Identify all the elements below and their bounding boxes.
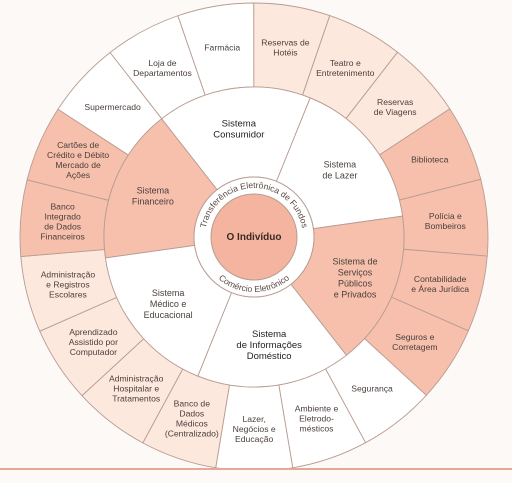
outer-segment-label-line: Bombeiros <box>425 221 466 231</box>
outer-segment-label-line: Reservas <box>377 97 413 107</box>
outer-segment-label: Segurança <box>351 383 393 393</box>
outer-segment-label-line: e Registros <box>46 279 89 289</box>
system-label-medico-line: Educacional <box>144 310 193 320</box>
outer-segment-label-line: Dados <box>179 409 204 419</box>
outer-segment-label-line: mésticos <box>300 424 334 434</box>
outer-segment-label-line: Assistido por <box>69 337 118 347</box>
outer-segment-label-line: Banco de <box>174 399 211 409</box>
system-label-medico-line: Sistema <box>152 288 185 298</box>
outer-segment-label-line: Computador <box>70 347 117 357</box>
outer-segment-label: Biblioteca <box>411 155 448 165</box>
core-label: O Indivíduo <box>227 232 282 243</box>
system-label-informacoes-line: Sistema <box>252 329 287 340</box>
outer-segment-label-line: de Viagens <box>374 107 417 117</box>
core-layer: O Indivíduo <box>210 193 298 281</box>
outer-segment-label-line: Ações <box>66 170 90 180</box>
system-label-lazer-line: de Lazer <box>322 170 357 180</box>
system-label-financeiro-line: Sistema <box>137 186 170 196</box>
outer-segment-label-line: Contabilidade <box>414 274 467 284</box>
outer-segment-label-line: Administração <box>41 269 96 279</box>
outer-segment-label-line: Administração <box>109 374 164 384</box>
system-label-consumidor-line: Sistema <box>222 119 257 130</box>
outer-segment-label-line: Mercado de <box>55 160 101 170</box>
system-label-medico-line: Médico e <box>150 299 187 309</box>
system-label-servicos-line: Serviços <box>338 267 373 277</box>
outer-segment-label-line: Farmácia <box>204 43 240 53</box>
system-label-servicos-line: Sistema de <box>333 256 378 266</box>
outer-segment-label-line: Departamentos <box>133 68 192 78</box>
outer-segment-label-line: Eletrodo- <box>299 414 334 424</box>
outer-segment-label-line: Entretenimento <box>316 68 375 78</box>
system-label-servicos-line: e Privados <box>334 289 377 299</box>
outer-segment-label-line: Ambiente e <box>295 404 339 414</box>
outer-segment-label-line: Banco <box>50 201 75 211</box>
outer-segment-label-line: Seguros e <box>395 332 434 342</box>
outer-segment-label-line: e Área Jurídica <box>411 284 469 294</box>
outer-segment-label: Farmácia <box>204 43 240 53</box>
core-circle <box>210 193 298 281</box>
outer-segment-label-line: Médicos <box>176 419 208 429</box>
outer-segment-label-line: Hospitalar e <box>113 384 159 394</box>
outer-segment-label-line: Cartões de <box>57 140 99 150</box>
outer-segment-label-line: Polícia e <box>429 211 462 221</box>
system-label-informacoes-line: de Informações <box>236 340 302 351</box>
system-label-servicos-line: Públicos <box>338 278 373 288</box>
outer-segment-label-line: (Centralizado) <box>165 429 219 439</box>
outer-segment-label-line: Integrado <box>44 211 81 221</box>
outer-segment-label-line: Segurança <box>351 383 393 393</box>
outer-segment-label-line: Negócios e <box>233 424 276 434</box>
system-label-financeiro-line: Financeiro <box>132 197 174 207</box>
outer-segment-label-line: Reservas de <box>261 38 309 48</box>
outer-segment-label-line: Crédito e Débito <box>47 150 109 160</box>
outer-segment-label-line: Lazer, <box>242 414 265 424</box>
outer-segment-label: Supermercado <box>84 102 141 112</box>
outer-segment-label-line: Loja de <box>148 58 176 68</box>
outer-segment-label-line: de Dados <box>44 221 81 231</box>
outer-segment-label-line: Tratamentos <box>112 394 160 404</box>
outer-segment-label-line: Biblioteca <box>411 155 448 165</box>
outer-segment-label-line: Supermercado <box>84 102 141 112</box>
outer-segment-label-line: Hotéis <box>273 48 297 58</box>
outer-segment-label-line: Educação <box>235 434 273 444</box>
outer-segment-label-line: Teatro e <box>330 58 361 68</box>
system-label-lazer-line: Sistema <box>324 159 357 169</box>
system-label-consumidor-line: Consumidor <box>213 130 264 141</box>
system-label-informacoes-line: Doméstico <box>247 351 292 362</box>
outer-segment-label-line: Aprendizado <box>69 327 117 337</box>
outer-segment-label-line: Escolares <box>49 289 87 299</box>
outer-segment-label-line: Financeiros <box>40 231 84 241</box>
outer-segment-label-line: Corretagem <box>392 342 437 352</box>
bottom-divider <box>0 468 512 470</box>
